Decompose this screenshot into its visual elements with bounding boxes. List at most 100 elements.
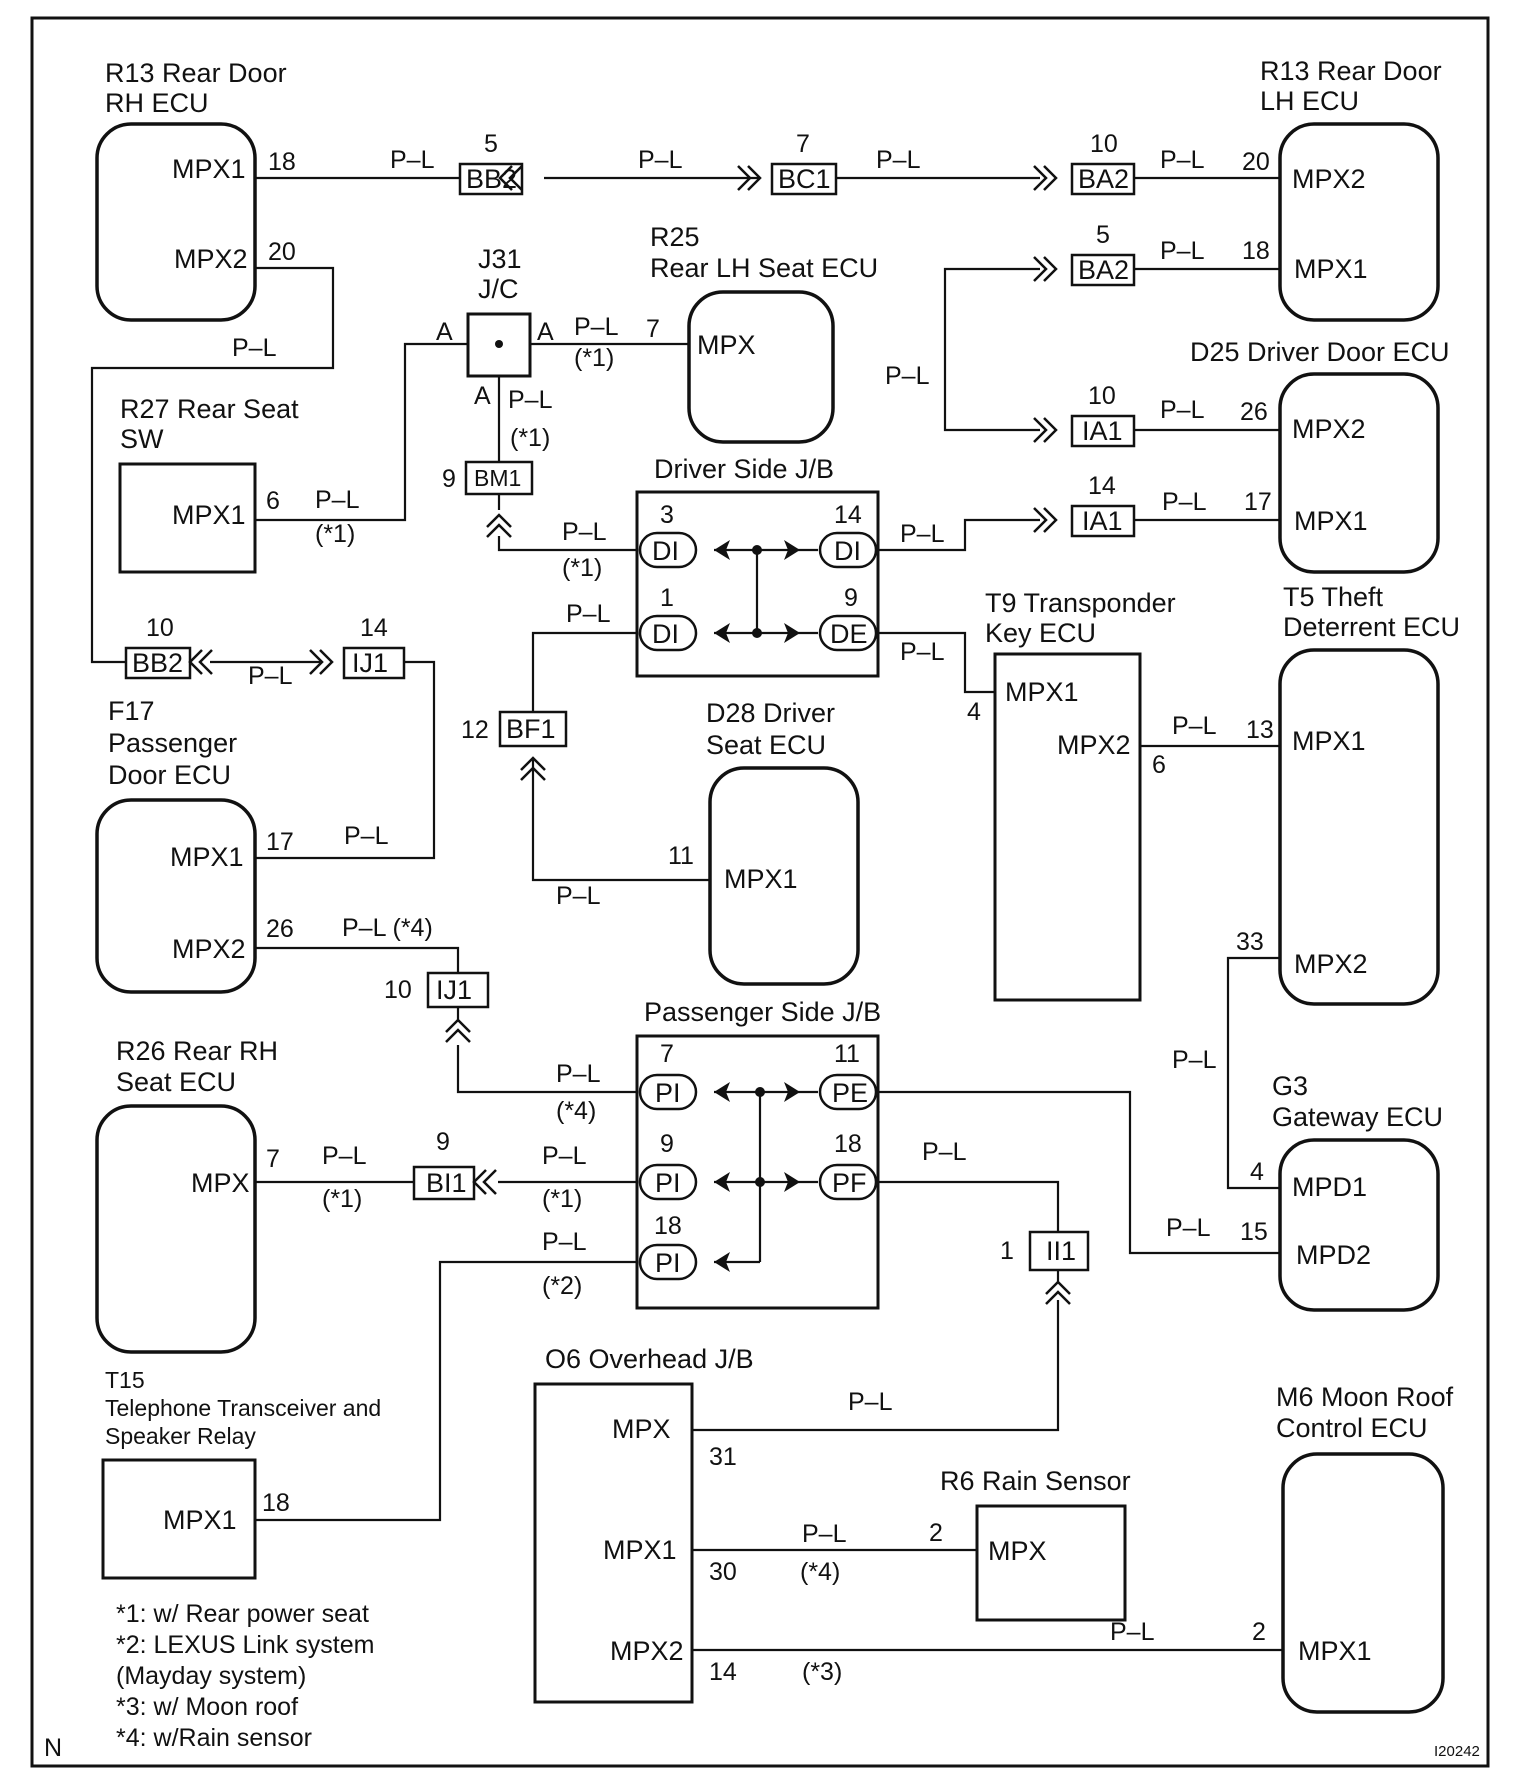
pin-name: MPX1 xyxy=(172,154,246,184)
d28-driver-seat-ecu: D28 Driver Seat ECU MPX1 11 xyxy=(668,698,860,986)
svg-text:(*1): (*1) xyxy=(315,520,355,548)
component-title: Seat ECU xyxy=(706,730,826,760)
pin-number: 9 xyxy=(844,584,858,612)
svg-text:(*1): (*1) xyxy=(574,344,614,372)
pin-name: MPX1 xyxy=(603,1535,677,1565)
svg-text:(*4): (*4) xyxy=(556,1097,596,1125)
svg-text:P–L: P–L xyxy=(248,662,293,690)
component-title: T9 Transponder xyxy=(985,588,1176,618)
component-title: T15 xyxy=(105,1367,145,1393)
pin-number: 26 xyxy=(266,915,294,943)
t15-telephone-transceiver: T15 Telephone Transceiver and Speaker Re… xyxy=(101,1367,381,1580)
component-title: G3 xyxy=(1272,1071,1308,1101)
pin-number: 9 xyxy=(436,1128,450,1156)
svg-text:P–L: P–L xyxy=(848,1388,893,1416)
pin-name: MPX xyxy=(612,1414,671,1444)
t9-transponder-key-ecu: T9 Transponder Key ECU MPX1 MPX2 4 6 xyxy=(967,588,1176,1002)
pin-number: 9 xyxy=(660,1130,674,1158)
svg-text:P–L: P–L xyxy=(556,882,601,910)
svg-text:P–L: P–L xyxy=(1172,712,1217,740)
r13-rear-door-lh-ecu: R13 Rear Door LH ECU MPX2 MPX1 20 18 xyxy=(1242,56,1442,322)
component-title: Door ECU xyxy=(108,760,231,790)
connector-code: BC1 xyxy=(778,164,831,194)
connector-code: PE xyxy=(832,1078,868,1108)
component-title: Control ECU xyxy=(1276,1413,1428,1443)
inline-connectors: BB2 5 BC1 7 BA2 10 BA2 5 IA1 10 IA1 14 B… xyxy=(124,130,1136,1305)
svg-text:P–L: P–L xyxy=(1160,396,1205,424)
pin-number: 12 xyxy=(461,716,489,744)
pin-name: MPX1 xyxy=(1294,254,1368,284)
diagram-frame xyxy=(30,16,1490,1768)
svg-text:P–L: P–L xyxy=(1160,237,1205,265)
component-title: R27 Rear Seat xyxy=(120,394,299,424)
svg-text:P–L: P–L xyxy=(922,1138,967,1166)
r27-rear-seat-sw: R27 Rear Seat SW MPX1 6 xyxy=(118,394,299,574)
pin-name: MPX2 xyxy=(1292,414,1366,444)
component-title: Seat ECU xyxy=(116,1067,236,1097)
svg-text:(*1): (*1) xyxy=(562,554,602,582)
component-title: Key ECU xyxy=(985,618,1096,648)
d25-driver-door-ecu: D25 Driver Door ECU MPX2 MPX1 26 17 xyxy=(1190,337,1450,574)
pin-name: MPD1 xyxy=(1292,1172,1367,1202)
component-title: R13 Rear Door xyxy=(105,58,287,88)
component-title: T5 Theft xyxy=(1283,582,1384,612)
pin-number: 1 xyxy=(1000,1237,1014,1265)
svg-text:P–L: P–L xyxy=(1160,146,1205,174)
o6-overhead-jb: O6 Overhead J/B MPX MPX1 MPX2 31 30 14 xyxy=(533,1344,754,1704)
pin-number: 7 xyxy=(646,315,660,343)
pin-number: 18 xyxy=(834,1130,862,1158)
component-title: J/C xyxy=(478,274,519,304)
connector-code: BF1 xyxy=(506,714,556,744)
pin-name: MPX1 xyxy=(1298,1636,1372,1666)
pin-number: 33 xyxy=(1236,928,1264,956)
svg-text:P–L: P–L xyxy=(542,1142,587,1170)
pin-number: 10 xyxy=(384,976,412,1004)
pin-name: MPX1 xyxy=(170,842,244,872)
pin-name: MPX2 xyxy=(1057,730,1131,760)
svg-text:(*3): (*3) xyxy=(802,1658,842,1686)
svg-text:(*1): (*1) xyxy=(322,1185,362,1213)
pin-name: MPX2 xyxy=(1294,949,1368,979)
svg-text:P–L: P–L xyxy=(344,822,389,850)
component-title: SW xyxy=(120,424,164,454)
pin-number: 17 xyxy=(1244,488,1272,516)
component-title: RH ECU xyxy=(105,88,209,118)
component-title: R6 Rain Sensor xyxy=(940,1466,1131,1496)
svg-text:P–L: P–L xyxy=(566,600,611,628)
component-title: D25 Driver Door ECU xyxy=(1190,337,1450,367)
component-title: Driver Side J/B xyxy=(654,454,834,484)
connector-code: BI1 xyxy=(426,1168,467,1198)
pin-number: 10 xyxy=(1088,382,1116,410)
svg-text:P–L: P–L xyxy=(232,334,277,362)
connector-code: IJ1 xyxy=(352,648,388,678)
connector-code: DI xyxy=(834,536,861,566)
pin-number: 18 xyxy=(1242,237,1270,265)
svg-text:P–L: P–L xyxy=(542,1228,587,1256)
pin-name: MPX1 xyxy=(163,1505,237,1535)
svg-text:P–L: P–L xyxy=(885,362,930,390)
svg-text:(*1): (*1) xyxy=(510,424,550,452)
pin-number: 7 xyxy=(266,1145,280,1173)
svg-text:P–L: P–L xyxy=(390,146,435,174)
pin-number: 10 xyxy=(146,614,174,642)
connector-code: PI xyxy=(655,1248,681,1278)
pin-number: 9 xyxy=(442,465,456,493)
r6-rain-sensor: R6 Rain Sensor MPX 2 xyxy=(929,1466,1131,1622)
connector-code: BA2 xyxy=(1078,164,1129,194)
connector-code: IA1 xyxy=(1082,416,1123,446)
pin-number: 14 xyxy=(360,614,388,642)
connector-code: BB2 xyxy=(466,164,517,194)
pin-number: 6 xyxy=(266,487,280,515)
component-title: R13 Rear Door xyxy=(1260,56,1442,86)
connector-code: IA1 xyxy=(1082,506,1123,536)
pin-number: 30 xyxy=(709,1558,737,1586)
pin-name: MPD2 xyxy=(1296,1240,1371,1270)
legend-item: *2: LEXUS Link system xyxy=(116,1631,374,1659)
component-title: Passenger Side J/B xyxy=(644,997,881,1027)
connector-code: DI xyxy=(652,536,679,566)
pin-number: 17 xyxy=(266,828,294,856)
connector-code: DE xyxy=(830,619,868,649)
pin-number: 13 xyxy=(1246,716,1274,744)
connector-code: BB2 xyxy=(132,648,183,678)
component-title: O6 Overhead J/B xyxy=(545,1344,754,1374)
